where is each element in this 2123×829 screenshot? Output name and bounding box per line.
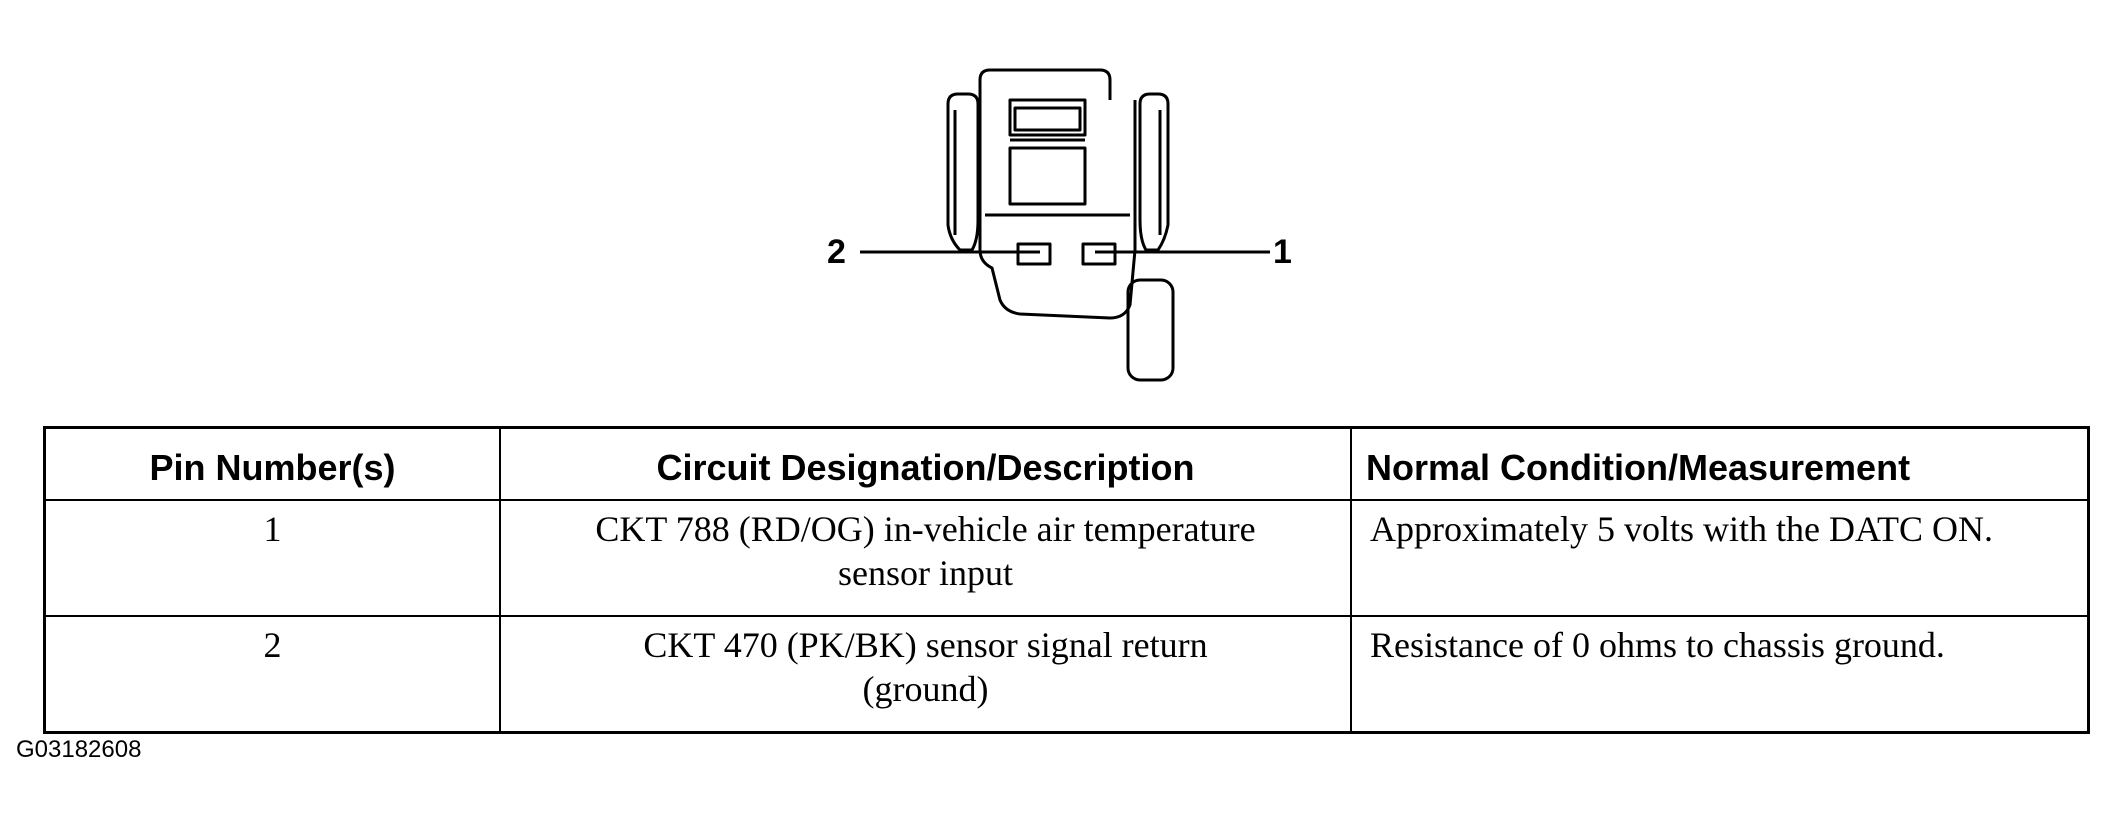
header-pin-number: Pin Number(s) bbox=[43, 426, 501, 501]
header-normal-condition: Normal Condition/Measurement bbox=[1350, 426, 2090, 501]
lock-window-lower bbox=[1008, 146, 1087, 206]
cell-pin: 1 bbox=[43, 499, 501, 617]
header-circuit-description: Circuit Designation/Description bbox=[499, 426, 1352, 501]
connector-diagram: 2 1 bbox=[0, 0, 2123, 400]
cell-condition: Resistance of 0 ohms to chassis ground. bbox=[1350, 615, 2090, 734]
circuit-line-2: sensor input bbox=[838, 553, 1013, 593]
circuit-line-1: CKT 788 (RD/OG) in-vehicle air temperatu… bbox=[595, 509, 1256, 549]
pin-2-label: 2 bbox=[827, 233, 846, 271]
cell-condition: Approximately 5 volts with the DATC ON. bbox=[1350, 499, 2090, 617]
circuit-line-1: CKT 470 (PK/BK) sensor signal return bbox=[643, 625, 1208, 665]
lock-window-upper bbox=[1008, 98, 1087, 137]
connector-housing bbox=[978, 100, 1137, 320]
cell-pin: 2 bbox=[43, 615, 501, 734]
circuit-line-2: (ground) bbox=[862, 669, 989, 709]
connector-face-drawing bbox=[860, 68, 1270, 382]
figure-id: G03182608 bbox=[16, 736, 142, 763]
left-guide-rail bbox=[946, 92, 980, 252]
pin-1-terminal bbox=[1081, 242, 1117, 266]
right-guide-rail bbox=[1138, 92, 1170, 252]
pin-2-terminal bbox=[1016, 242, 1052, 266]
table-header-row: Pin Number(s) Circuit Designation/Descri… bbox=[43, 426, 2090, 501]
pin-1-label: 1 bbox=[1273, 233, 1292, 271]
cell-circuit: CKT 470 (PK/BK) sensor signal return (gr… bbox=[499, 615, 1352, 734]
cell-circuit: CKT 788 (RD/OG) in-vehicle air temperatu… bbox=[499, 499, 1352, 617]
release-tab bbox=[1126, 278, 1175, 382]
pin-assignment-table: Pin Number(s) Circuit Designation/Descri… bbox=[43, 426, 2090, 734]
table-row: 2 CKT 470 (PK/BK) sensor signal return (… bbox=[43, 615, 2090, 734]
connector-latch bbox=[978, 68, 1112, 100]
table-row: 1 CKT 788 (RD/OG) in-vehicle air tempera… bbox=[43, 499, 2090, 617]
